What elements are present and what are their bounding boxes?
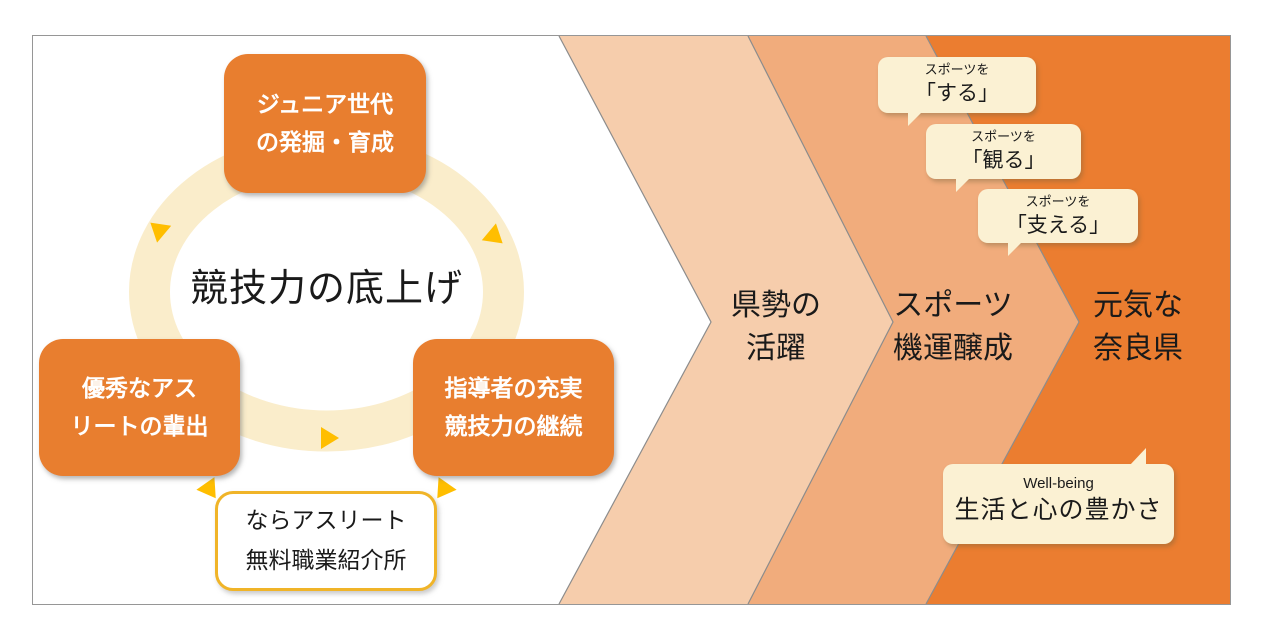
cycle-center-label: 競技力の底上げ — [189, 266, 463, 310]
diagram-frame: 競技力の底上げ ジュニア世代 の発掘・育成 優秀なアス リートの輩出 指導者の充… — [32, 35, 1231, 605]
cycle-box-athletes-line1: 優秀なアス — [82, 375, 197, 402]
chevron-label-prefecture-line2: 活躍 — [746, 331, 806, 366]
cycle-box-athletes: 優秀なアス リートの輩出 — [39, 339, 240, 476]
cycle-box-coaches: 指導者の充実 競技力の継続 — [413, 339, 614, 476]
bubble-watch-sports-small: スポーツを — [971, 130, 1036, 145]
chevron-label-prefecture: 県勢の 活躍 — [686, 284, 866, 370]
chevron-edge-line — [747, 36, 894, 604]
cycle-arrow-upper-right-icon — [481, 223, 503, 244]
cycle-box-coaches-line2: 競技力の継続 — [444, 413, 583, 440]
chevron-label-nara-line2: 奈良県 — [1093, 331, 1183, 366]
cycle-arrow-upper-left-icon — [150, 222, 172, 243]
bubble-watch-sports: スポーツを 「観る」 — [926, 124, 1081, 192]
bubble-tail-icon — [908, 111, 923, 126]
bubble-wellbeing: Well-being 生活と心の豊かさ — [943, 448, 1174, 544]
chevron-label-nara-line1: 元気な — [1093, 288, 1183, 323]
cycle-arrow-bottom-icon — [321, 427, 339, 449]
bubble-support-sports-large: 「支える」 — [1005, 213, 1111, 237]
referral-office-box: ならアスリート 無料職業紹介所 — [215, 491, 437, 591]
bubble-do-sports-small: スポーツを — [924, 63, 990, 78]
bubble-support-sports-small: スポーツを — [1025, 195, 1091, 210]
cycle-box-athletes-line2: リートの輩出 — [70, 413, 209, 440]
cycle-box-junior-line2: の発掘・育成 — [256, 129, 394, 156]
bubble-tail-icon — [1008, 241, 1023, 256]
bubble-tail-icon — [956, 177, 971, 192]
chevron-label-momentum-line2: 機運醸成 — [893, 331, 1013, 366]
chevron-label-momentum: スポーツ 機運醸成 — [853, 284, 1053, 370]
referral-arrow-right-icon — [437, 477, 457, 499]
referral-arrow-left-icon — [196, 477, 216, 499]
bubble-do-sports: スポーツを 「する」 — [878, 57, 1036, 126]
chevron-band-light — [559, 36, 893, 604]
referral-office-line1: ならアスリート — [245, 508, 407, 534]
bubble-wellbeing-large: 生活と心の豊かさ — [954, 495, 1163, 524]
chevron-label-nara: 元気な 奈良県 — [1038, 284, 1230, 370]
cycle-box-coaches-line1: 指導者の充実 — [444, 375, 583, 402]
bubble-tail-up-icon — [1130, 448, 1146, 465]
bubble-support-sports: スポーツを 「支える」 — [978, 189, 1138, 256]
cycle-box-junior-line1: ジュニア世代 — [256, 91, 394, 118]
bubble-do-sports-large: 「する」 — [915, 81, 999, 105]
chevron-label-momentum-line1: スポーツ — [893, 288, 1013, 323]
cycle-box-junior: ジュニア世代 の発掘・育成 — [224, 54, 426, 193]
bubble-watch-sports-large: 「観る」 — [961, 148, 1046, 172]
chevron-edge-line — [558, 36, 712, 604]
referral-office-line2: 無料職業紹介所 — [245, 548, 407, 574]
bubble-wellbeing-small: Well-being — [1023, 475, 1094, 492]
chevron-label-prefecture-line1: 県勢の — [731, 288, 821, 323]
